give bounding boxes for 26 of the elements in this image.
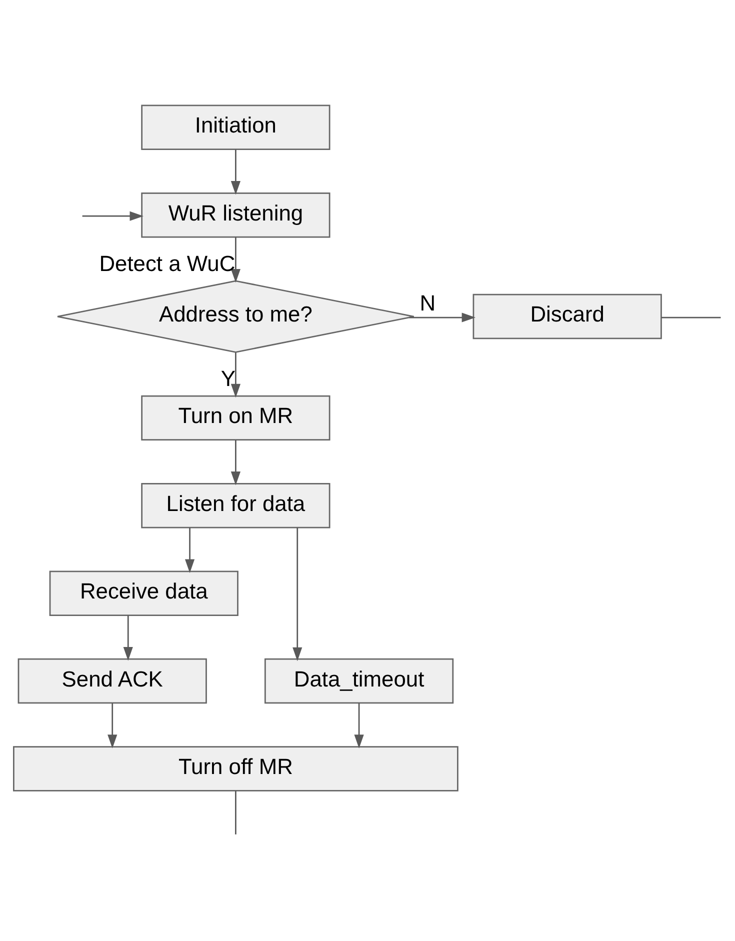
node-box: Initiation [141,104,330,150]
arrow [184,528,195,573]
node-box: Turn off MR [13,746,458,792]
node-box: Turn on MR [141,395,330,441]
arrow [108,703,118,748]
node-box: Discard [472,294,662,340]
arrow [230,440,240,486]
arrow [82,211,144,221]
arrow [230,150,240,195]
arrow [409,312,476,322]
arrow [292,528,302,662]
node-box: WuR listening [141,192,330,238]
node-box: Listen for data [141,483,330,528]
arrow [354,703,364,748]
connector [235,790,236,834]
node-box: Data_timeout [264,658,454,704]
arrow [230,237,240,283]
node-box: Receive data [49,570,238,616]
connector [661,316,721,318]
arrow [230,352,240,398]
arrow [123,615,133,661]
edge-label: Y [220,366,236,392]
edge-label: N [420,290,436,316]
node-box: Send ACK [18,658,207,704]
edge-label: Detect a WuC [99,250,236,276]
node-diamond: Address to me? [56,280,415,353]
